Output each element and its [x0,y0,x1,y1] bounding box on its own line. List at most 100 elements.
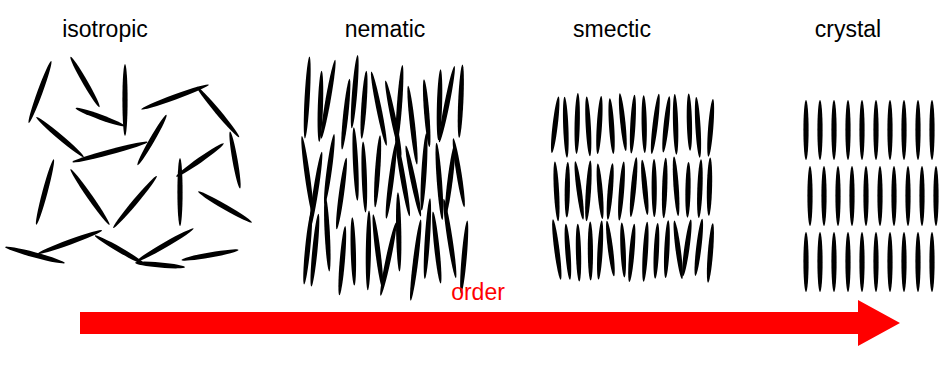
molecule [661,96,672,153]
molecule [111,174,159,229]
molecule [562,97,570,158]
molecule [334,157,349,229]
molecule [563,224,572,280]
molecule [37,228,103,256]
molecule [451,138,467,208]
molecule [887,232,892,292]
molecule [393,136,412,217]
molecule [365,210,371,290]
molecule [68,56,102,109]
molecule [863,166,868,226]
molecule [604,221,616,277]
molecule [403,145,423,217]
molecule [685,162,691,218]
molecule [437,66,457,143]
molecule [859,232,864,292]
molecule [94,233,147,267]
molecule [181,247,239,262]
molecule [831,100,836,160]
molecule [197,189,253,225]
molecule [803,232,808,292]
molecule [693,218,705,276]
molecule [175,141,225,179]
molecule [919,166,924,226]
order-arrow [80,300,900,346]
molecule [845,232,850,292]
molecule [817,232,822,292]
molecule [195,85,241,139]
molecule [849,166,854,226]
molecule [26,60,53,124]
molecule-group [4,55,938,301]
molecule [649,94,661,155]
molecule [640,160,650,216]
molecule [628,157,639,217]
molecule [915,100,920,160]
molecule [408,219,423,301]
molecule [595,163,605,219]
molecule [140,82,209,112]
molecule [607,98,616,154]
molecule [422,198,432,279]
molecule [72,139,149,164]
molecule [873,232,878,292]
molecule [177,158,182,226]
molecule [307,151,324,231]
axis-label: order [451,280,505,305]
phase-label: smectic [573,17,651,42]
molecule [337,226,348,296]
molecule [933,166,938,226]
molecule [807,166,812,226]
molecule [905,166,910,226]
molecule [835,166,840,226]
molecule [378,222,399,296]
molecule [373,135,383,207]
molecule [694,97,703,158]
molecule [35,115,86,159]
molecule [803,100,808,160]
molecule [302,56,312,138]
molecule [873,100,878,160]
molecule [629,95,637,154]
molecule [550,219,563,280]
molecule [309,214,321,287]
molecule [75,106,126,129]
molecule [573,161,586,220]
molecule [549,96,561,153]
molecule [671,156,680,216]
molecule [705,223,715,283]
molecule [135,260,185,270]
molecule [574,93,581,154]
molecule [929,232,934,292]
molecule [605,163,615,220]
molecule [652,223,660,279]
molecule [4,244,65,265]
molecule [227,131,242,189]
molecule [901,100,906,160]
molecule [663,220,671,278]
molecule [651,159,657,217]
molecule [641,95,647,153]
molecule [575,224,582,282]
molecule [360,141,368,212]
molecule [419,133,429,211]
molecule [584,96,592,156]
molecule [135,114,169,167]
molecule [891,166,896,226]
molecule [457,64,466,138]
molecule [441,198,458,278]
molecule [350,217,357,285]
molecule [877,166,882,226]
molecule [680,219,693,277]
molecule [584,160,593,221]
molecule [595,96,604,154]
molecule [706,99,716,157]
molecule [430,211,443,284]
molecule [696,159,703,218]
molecule [564,162,570,218]
molecule [552,161,560,221]
molecule [887,100,892,160]
molecule [817,100,822,160]
molecule [434,143,445,221]
molecule [34,158,57,225]
